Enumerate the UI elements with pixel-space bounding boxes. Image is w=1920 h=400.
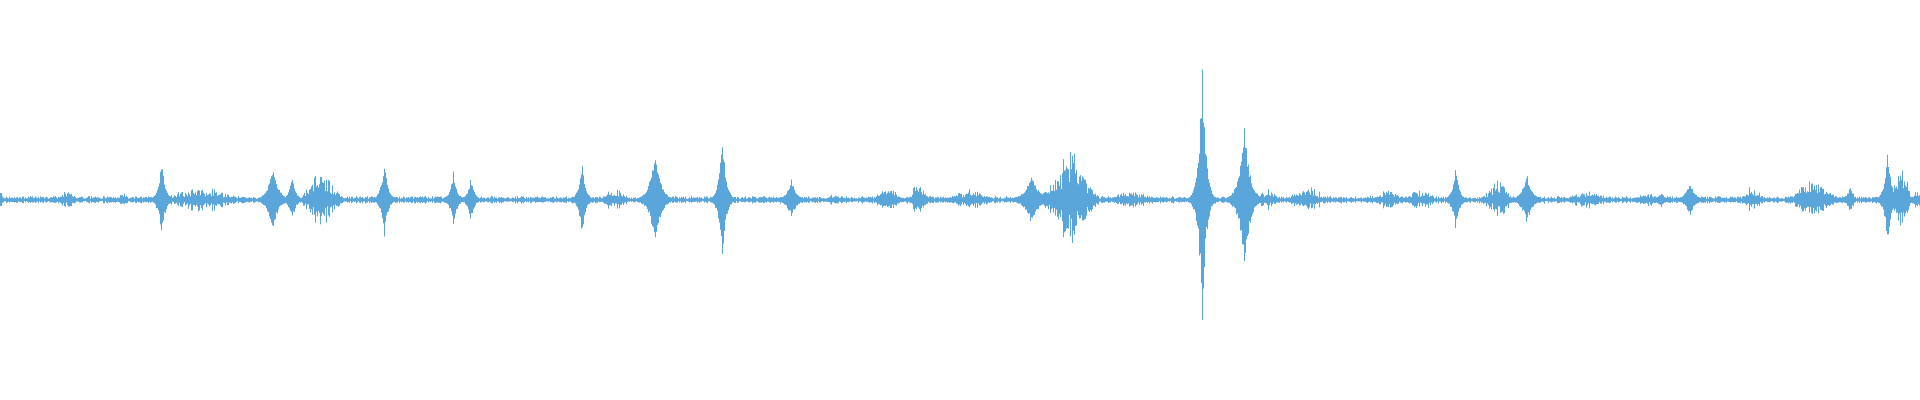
waveform-peaks: [0, 69, 1920, 320]
